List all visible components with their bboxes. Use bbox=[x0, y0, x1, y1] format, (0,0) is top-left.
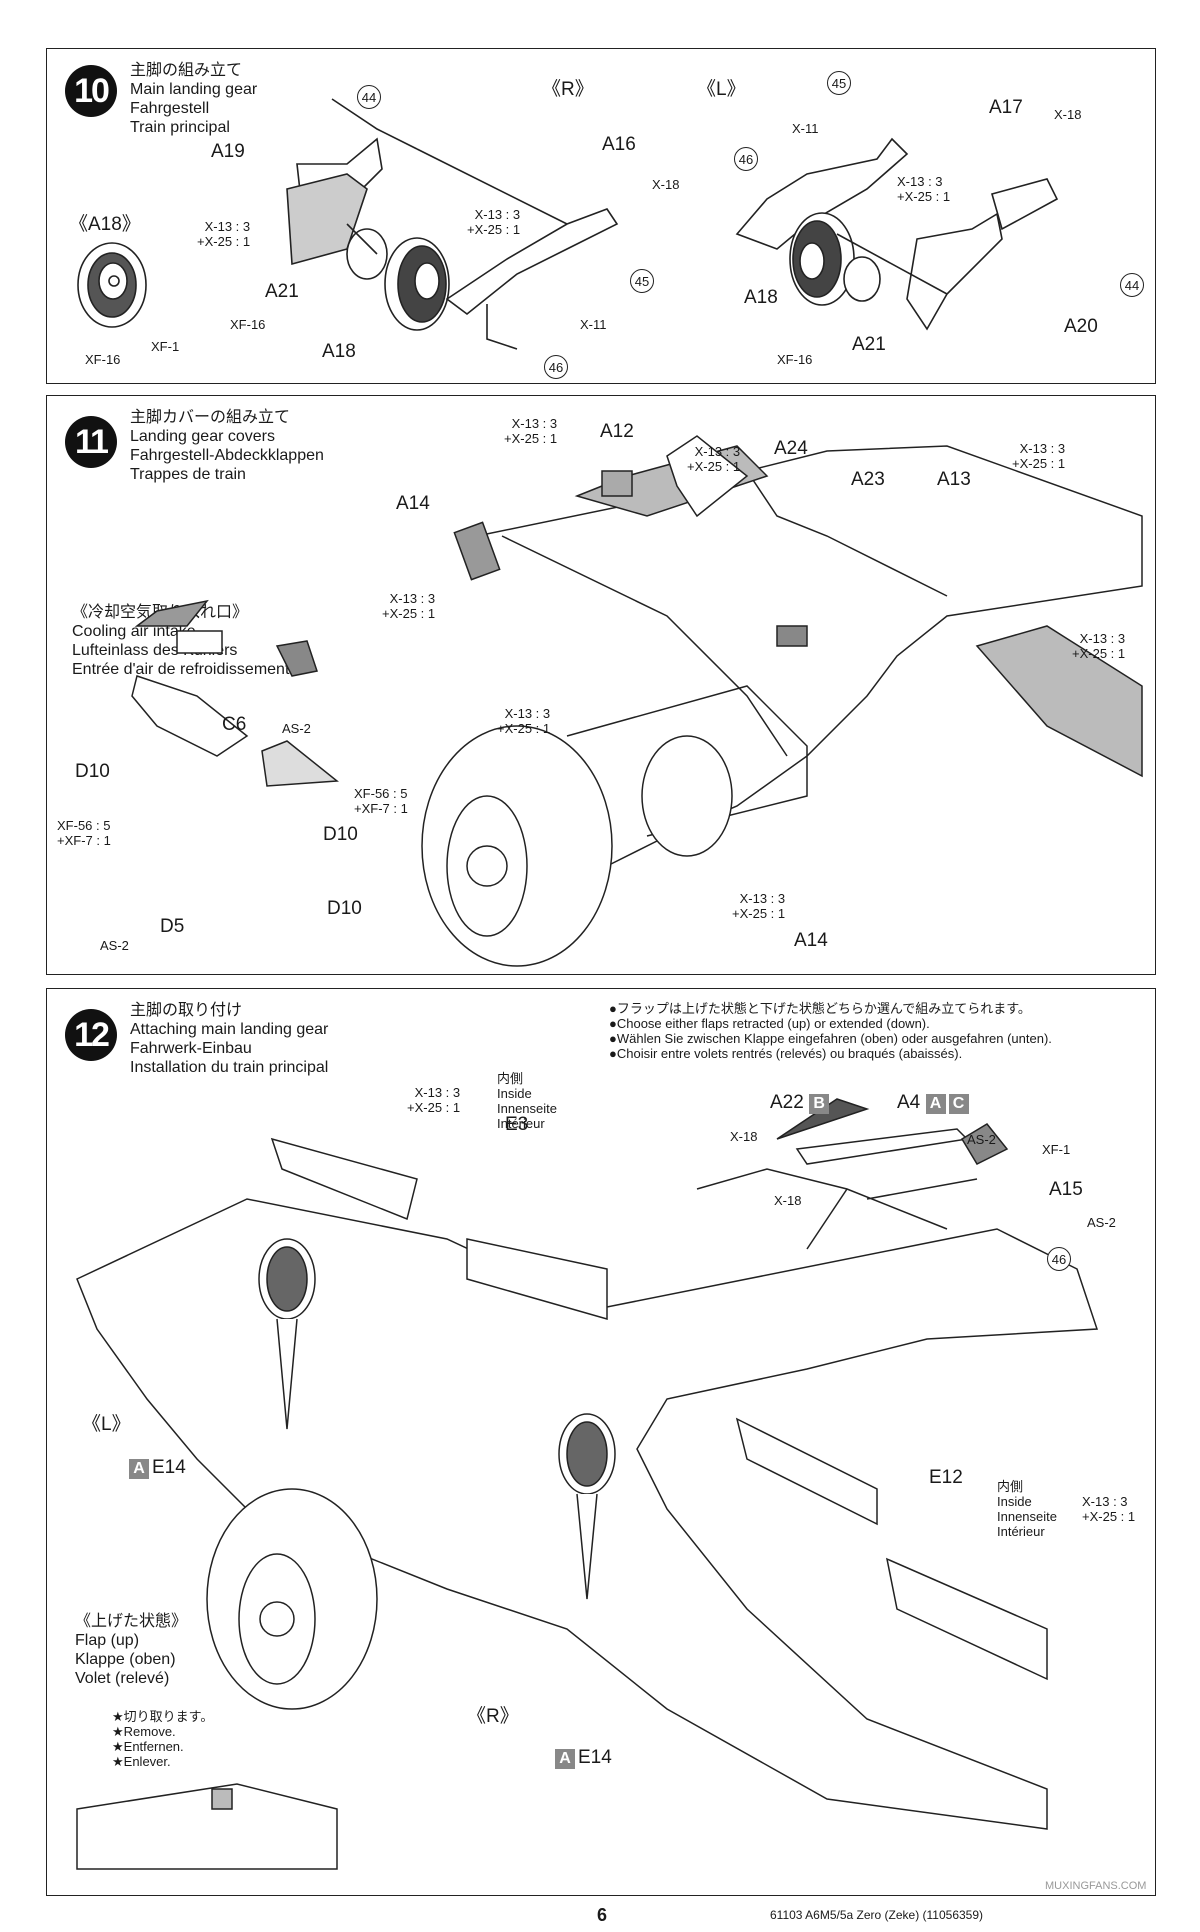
step-11-drawing bbox=[131, 435, 1143, 967]
paint-xf56: XF-56 : 5 +XF-7 : 1 bbox=[57, 818, 111, 848]
side-r-label: 《R》 bbox=[542, 79, 594, 100]
part-a21-l-label: A21 bbox=[852, 334, 886, 355]
callout-46: 46 bbox=[544, 355, 568, 379]
step-title: 主脚カバーの組み立て Landing gear covers Fahrgeste… bbox=[130, 409, 324, 483]
part-a23-label: A23 bbox=[851, 469, 885, 490]
flap-notes: ●フラップは上げた状態と下げた状態どちらか選んで組み立てられます。 ●Choos… bbox=[609, 1001, 1052, 1061]
inside-note: 内側 Inside Innenseite Intérieur bbox=[497, 1071, 557, 1131]
step-number: 12 bbox=[65, 1009, 117, 1061]
part-e12-label: E12 bbox=[929, 1467, 963, 1488]
side-r-label: 《R》 bbox=[467, 1706, 519, 1727]
part-a18-l-label: A18 bbox=[744, 287, 778, 308]
flap-up-title: 《上げた状態》 Flap (up) Klappe (oben) Volet (r… bbox=[75, 1613, 188, 1687]
inside-note-b: 内側 Inside Innenseite Intérieur bbox=[997, 1479, 1057, 1539]
paint-x13-x25-l: X-13 : 3 +X-25 : 1 bbox=[897, 174, 951, 204]
paint-xf16: XF-16 bbox=[230, 317, 266, 332]
part-a20-label: A20 bbox=[1064, 316, 1098, 337]
part-a14-label: A14 bbox=[396, 493, 430, 514]
paint-x13-x25-r: X-13 : 3 +X-25 : 1 bbox=[467, 207, 521, 237]
paint-x11-l: X-11 bbox=[792, 121, 819, 136]
paint-x13-g: X-13 : 3 +X-25 : 1 bbox=[732, 891, 786, 921]
paint-xf16-a18: XF-16 bbox=[85, 352, 121, 367]
paint-x18-b: X-18 bbox=[774, 1193, 802, 1208]
paint-x13-x25: X-13 : 3 +X-25 : 1 bbox=[197, 219, 251, 249]
part-c6-label: C6 bbox=[222, 714, 247, 735]
paint-x13: X-13 : 3 +X-25 : 1 bbox=[504, 416, 558, 446]
part-a12-label: A12 bbox=[600, 421, 634, 442]
step-title: 主脚の組み立て Main landing gear Fahrgestell Tr… bbox=[130, 62, 258, 136]
page-number: 6 bbox=[597, 1905, 608, 1925]
part-a13-label: A13 bbox=[937, 469, 971, 490]
paint-as2: AS-2 bbox=[282, 721, 311, 736]
paint-x13-f: X-13 : 3 +X-25 : 1 bbox=[497, 706, 551, 736]
paint-xf16-l: XF-16 bbox=[777, 352, 813, 367]
step-number: 10 bbox=[65, 65, 117, 117]
part-d10-b-label: D10 bbox=[323, 824, 358, 845]
step-10-drawing bbox=[77, 98, 1059, 350]
callout-45: 45 bbox=[630, 269, 654, 293]
paint-x13-b: X-13 : 3 +X-25 : 1 bbox=[687, 444, 741, 474]
callout-46: 46 bbox=[1047, 1247, 1071, 1271]
paint-as2-b: AS-2 bbox=[1087, 1215, 1116, 1230]
a18-detail-label: 《A18》 bbox=[69, 214, 141, 235]
product-code: 61103 A6M5/5a Zero (Zeke) (11056359) bbox=[770, 1908, 984, 1922]
part-a16-label: A16 bbox=[602, 134, 636, 155]
part-a19-label: A19 bbox=[211, 141, 245, 162]
paint-x18: X-18 bbox=[652, 177, 680, 192]
paint-x13-d: X-13 : 3 +X-25 : 1 bbox=[382, 591, 436, 621]
paint-x11: X-11 bbox=[580, 317, 607, 332]
paint-x13-c: X-13 : 3 +X-25 : 1 bbox=[1012, 441, 1066, 471]
part-a18-label: A18 bbox=[322, 341, 356, 362]
paint-xf1: XF-1 bbox=[1042, 1142, 1071, 1157]
step-11-panel: 11 主脚カバーの組み立て Landing gear covers Fahrge… bbox=[46, 395, 1156, 975]
part-a24-label: A24 bbox=[774, 438, 808, 459]
remove-note: ★切り取ります。 ★Remove. ★Entfernen. ★Enlever. bbox=[112, 1709, 214, 1769]
callout-44-l: 44 bbox=[1120, 273, 1144, 297]
paint-xf56-b: XF-56 : 5 +XF-7 : 1 bbox=[354, 786, 408, 816]
part-d5-label: D5 bbox=[160, 916, 185, 937]
side-l-label: 《L》 bbox=[82, 1414, 131, 1435]
part-a17-label: A17 bbox=[989, 97, 1023, 118]
callout-44: 44 bbox=[357, 85, 381, 109]
callout-46-l: 46 bbox=[734, 147, 758, 171]
part-a14-b-label: A14 bbox=[794, 930, 828, 951]
callout-45-l: 45 bbox=[827, 71, 851, 95]
side-l-label: 《L》 bbox=[697, 79, 746, 100]
part-a22-label: A22 B bbox=[770, 1092, 832, 1114]
paint-as2: AS-2 bbox=[967, 1132, 996, 1147]
paint-x13-x25-b: X-13 : 3 +X-25 : 1 bbox=[1082, 1494, 1136, 1524]
step-12-panel: 12 主脚の取り付け Attaching main landing gear F… bbox=[46, 988, 1156, 1896]
watermark: MUXINGFANS.COM bbox=[1045, 1880, 1147, 1892]
paint-x18: X-18 bbox=[730, 1129, 758, 1144]
paint-x13-e: X-13 : 3 +X-25 : 1 bbox=[1072, 631, 1126, 661]
part-e3-label: E3 bbox=[505, 1114, 529, 1135]
step-12-drawing bbox=[76, 1098, 1099, 1870]
step-number: 11 bbox=[65, 416, 117, 468]
part-d10-c-label: D10 bbox=[327, 898, 362, 919]
paint-x18-l: X-18 bbox=[1054, 107, 1082, 122]
part-a15-label: A15 bbox=[1049, 1179, 1083, 1200]
paint-xf1: XF-1 bbox=[151, 339, 180, 354]
step-10-panel: 10 主脚の組み立て Main landing gear Fahrgestell… bbox=[46, 48, 1156, 384]
part-d10-label: D10 bbox=[75, 761, 110, 782]
paint-x13-x25: X-13 : 3 +X-25 : 1 bbox=[407, 1085, 461, 1115]
part-a21-label: A21 bbox=[265, 281, 299, 302]
paint-as2-b: AS-2 bbox=[100, 938, 129, 953]
step-title: 主脚の取り付け Attaching main landing gear Fahr… bbox=[130, 1002, 329, 1076]
